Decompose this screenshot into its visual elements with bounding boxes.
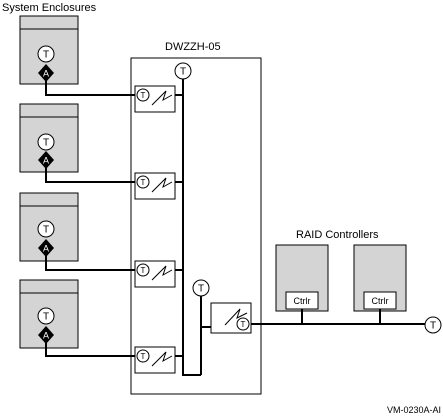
raid-controllers-label: RAID Controllers: [296, 229, 379, 241]
lightning-icon: [224, 308, 248, 326]
terminator-bus-end: T: [424, 316, 442, 334]
terminator-icon: [136, 263, 150, 277]
adapter-1: A: [38, 64, 54, 82]
adapter-diamond-icon: [38, 151, 54, 169]
terminator-icon: [37, 133, 55, 151]
port-connectors: [175, 94, 183, 357]
terminator-hub-top: T: [174, 62, 192, 80]
terminator-label: T: [198, 284, 204, 295]
terminator-label: T: [180, 67, 186, 78]
lightning-icon: [151, 90, 173, 106]
raid-controller-1: Ctrlr: [275, 244, 329, 312]
adapter-label: A: [43, 69, 49, 79]
terminator-icon: [236, 317, 250, 331]
terminator-label: T: [141, 91, 146, 100]
terminator-port-2: T: [136, 175, 150, 189]
figure-id-label: VM-0230A-AI: [387, 405, 441, 415]
lightning-icon: [151, 265, 173, 281]
terminator-icon: [37, 307, 55, 325]
terminator-label: T: [141, 266, 146, 275]
bus-cable-1: [45, 81, 135, 96]
terminator-host-port: T: [236, 317, 250, 331]
adapter-label: A: [43, 331, 49, 341]
terminator-enclosure-2: T: [37, 133, 55, 151]
terminator-label: T: [241, 320, 246, 329]
terminator-label: T: [43, 225, 49, 236]
terminator-icon: [136, 88, 150, 102]
hub-label: DWZZH-05: [165, 41, 221, 53]
bus-cable-2: [45, 168, 135, 183]
terminator-icon: [37, 220, 55, 238]
adapter-label: A: [43, 156, 49, 166]
terminator-port-3: T: [136, 263, 150, 277]
ctrlr-label: Ctrlr: [372, 296, 389, 306]
terminator-port-4: T: [136, 349, 150, 363]
controller-drops: [301, 309, 381, 324]
adapter-diamond-icon: [38, 64, 54, 82]
enclosure-header: [19, 103, 79, 118]
terminator-port-1: T: [136, 88, 150, 102]
lightning-icon: [151, 351, 173, 367]
ctrlr-label: Ctrlr: [294, 296, 311, 306]
enclosure-header: [19, 15, 79, 30]
adapter-2: A: [38, 151, 54, 169]
enclosure-header: [19, 279, 79, 294]
hub-internal-bus: [182, 79, 201, 376]
terminator-icon: [37, 45, 55, 63]
terminator-enclosure-4: T: [37, 307, 55, 325]
terminator-label: T: [430, 321, 436, 332]
terminator-icon: [192, 279, 210, 297]
adapter-diamond-icon: [38, 326, 54, 344]
terminator-icon: [174, 62, 192, 80]
adapter-4: A: [38, 326, 54, 344]
terminator-hub-host: T: [192, 279, 210, 297]
bus-cable-4: [45, 343, 135, 357]
raid-controller-2: Ctrlr: [353, 244, 407, 312]
adapter-label: A: [43, 244, 49, 254]
hub-box: [130, 57, 262, 395]
terminator-enclosure-1: T: [37, 45, 55, 63]
terminator-label: T: [43, 50, 49, 61]
terminator-icon: [424, 316, 442, 334]
terminator-label: T: [141, 178, 146, 187]
terminator-label: T: [43, 138, 49, 149]
terminator-enclosure-3: T: [37, 220, 55, 238]
terminator-label: T: [43, 312, 49, 323]
adapter-diamond-icon: [38, 239, 54, 257]
system-enclosures-label: System Enclosures: [2, 2, 97, 14]
terminator-icon: [136, 175, 150, 189]
enclosure-header: [19, 192, 79, 207]
adapter-3: A: [38, 239, 54, 257]
lightning-icon: [151, 177, 173, 193]
bus-cable-3: [45, 256, 135, 271]
controller-body: [275, 244, 329, 312]
terminator-label: T: [141, 352, 146, 361]
terminator-icon: [136, 349, 150, 363]
